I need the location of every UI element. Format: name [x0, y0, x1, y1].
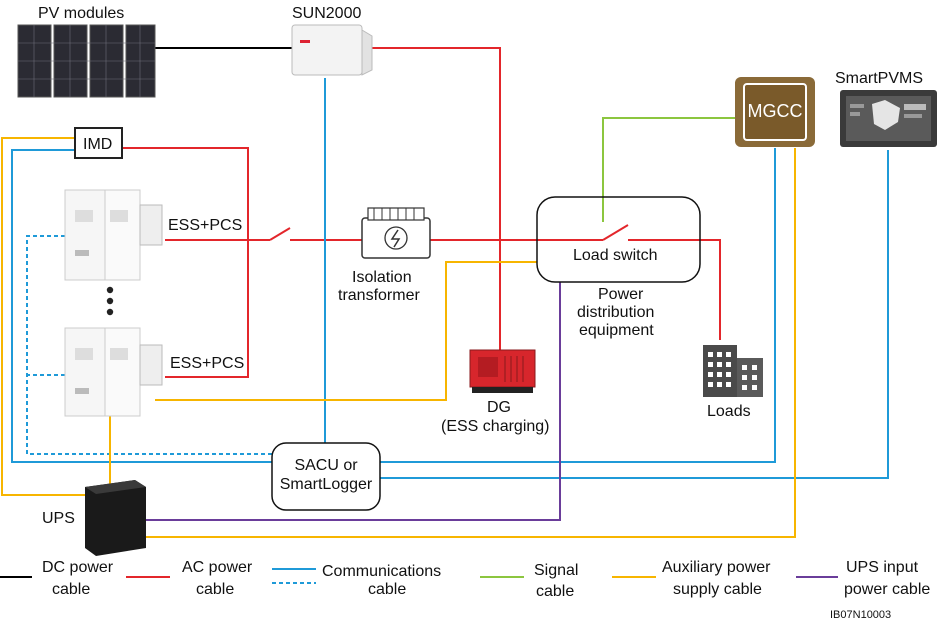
ups-label: UPS	[42, 510, 75, 527]
pde-label-2: distribution	[577, 304, 654, 321]
legend-dc-label-2: cable	[52, 581, 90, 598]
legend-signal: Signal cable	[480, 562, 578, 600]
legend-signal-label-1: Signal	[534, 562, 578, 579]
sacu-label-1: SACU or	[294, 457, 358, 474]
isolation-transformer-label-1: Isolation	[352, 269, 412, 286]
legend-ups-input: UPS input power cable	[796, 559, 930, 598]
ess-pcs-cabinet-icon	[64, 189, 163, 281]
pde-label-1: Power	[598, 286, 644, 303]
legend-aux-label-1: Auxiliary power	[662, 559, 771, 576]
sacu-smartlogger-box	[271, 442, 381, 511]
ups-input-cable	[146, 282, 561, 521]
loads-building-icon	[703, 345, 763, 397]
loads-label: Loads	[707, 403, 751, 420]
ess-pcs-cabinet-icon	[64, 327, 163, 417]
power-distribution-box	[536, 196, 701, 283]
legend-ups-input-label-2: power cable	[844, 581, 930, 598]
mgcc-controller-icon	[735, 77, 815, 147]
legend-ac-label-2: cable	[196, 581, 234, 598]
comm-dashed-cables	[26, 235, 272, 455]
isolation-transformer-label-2: transformer	[338, 287, 420, 304]
legend-dc-label-1: DC power	[42, 559, 114, 576]
legend-ups-input-label-1: UPS input	[846, 559, 919, 576]
legend-ac-label-1: AC power	[182, 559, 253, 576]
sun2000-label: SUN2000	[292, 5, 361, 22]
ess-pcs-top-label: ESS+PCS	[168, 217, 242, 234]
pv-modules-icon	[17, 24, 156, 98]
sacu-label-2: SmartLogger	[280, 476, 373, 493]
imd-box	[74, 127, 123, 159]
comm-cables	[11, 78, 889, 479]
ess-pcs-bottom-label: ESS+PCS	[170, 355, 244, 372]
legend: DC power cable AC power cable Communicat…	[0, 559, 930, 600]
imd-label: IMD	[83, 136, 112, 153]
legend-comm: Communications cable	[272, 563, 441, 598]
sun2000-inverter-icon	[291, 24, 373, 76]
isolation-transformer-icon	[361, 207, 431, 259]
legend-ac: AC power cable	[126, 559, 253, 598]
legend-aux: Auxiliary power supply cable	[612, 559, 771, 598]
mgcc-label: MGCC	[748, 101, 803, 121]
smartpvms-label: SmartPVMS	[835, 70, 923, 87]
legend-dc: DC power cable	[0, 559, 114, 598]
smartpvms-monitor-icon	[840, 90, 937, 147]
signal-cable	[602, 117, 744, 222]
load-switch-label: Load switch	[573, 247, 658, 264]
more-cabinets-dots	[106, 286, 114, 316]
pde-label-3: equipment	[579, 322, 654, 339]
reference-code: IB07N10003	[830, 609, 891, 621]
legend-comm-label-1: Communications	[322, 563, 441, 580]
ups-icon	[85, 480, 146, 556]
legend-comm-label-2: cable	[368, 581, 406, 598]
diesel-generator-icon	[469, 349, 536, 393]
dg-label-1: DG	[487, 399, 511, 416]
pv-modules-label: PV modules	[38, 5, 124, 22]
dg-label-2: (ESS charging)	[441, 418, 550, 435]
legend-signal-label-2: cable	[536, 583, 574, 600]
legend-aux-label-2: supply cable	[673, 581, 762, 598]
aux-cables	[1, 137, 796, 538]
